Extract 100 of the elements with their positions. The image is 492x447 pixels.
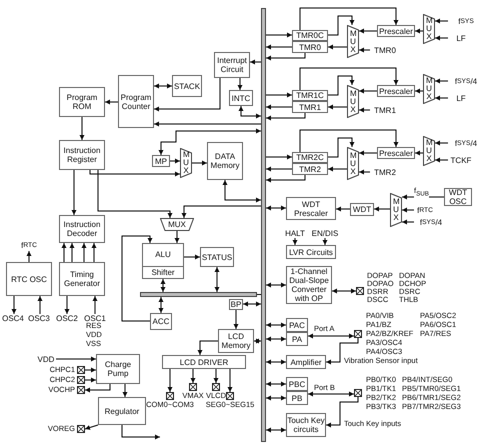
arrow bbox=[292, 238, 298, 246]
block-box: BP bbox=[229, 299, 243, 310]
block-box: Regulator bbox=[98, 397, 146, 425]
arrow bbox=[300, 68, 398, 90]
arrow bbox=[434, 140, 448, 146]
arrow bbox=[308, 334, 354, 338]
arrow bbox=[414, 28, 424, 34]
arrow bbox=[198, 340, 218, 356]
arrow bbox=[328, 138, 354, 158]
signal-label: OSC2 bbox=[56, 314, 78, 323]
arrow bbox=[358, 28, 378, 34]
shifter-label: Shifter bbox=[143, 266, 183, 279]
block-box: 1-Channel Dual-Slope Converter with OP bbox=[286, 266, 332, 304]
arrow bbox=[122, 384, 128, 398]
block-box: WDT Prescaler bbox=[286, 197, 336, 220]
arrow bbox=[154, 78, 220, 112]
arrow bbox=[154, 122, 262, 126]
arrow bbox=[266, 396, 286, 400]
arrow bbox=[434, 96, 448, 100]
arrow bbox=[374, 206, 390, 212]
mux-symbol: MUX bbox=[347, 25, 359, 58]
arrow bbox=[332, 288, 356, 294]
block-box: PAC bbox=[286, 318, 308, 332]
signal-label: TMR0 bbox=[370, 45, 400, 55]
signal-label: EN/DIS bbox=[310, 228, 340, 238]
bus-bar bbox=[261, 8, 266, 442]
arrow bbox=[122, 424, 160, 440]
arrow bbox=[322, 238, 328, 246]
mux-symbol: MUX bbox=[180, 148, 192, 178]
arrow bbox=[266, 154, 292, 160]
arrow bbox=[92, 296, 98, 314]
mux-symbol: MUX bbox=[160, 218, 194, 231]
block-box: Prescaler bbox=[377, 85, 415, 97]
arrow bbox=[182, 206, 262, 218]
arrow bbox=[266, 336, 286, 342]
block-box: PB bbox=[286, 391, 308, 405]
block-box: Amplifier bbox=[286, 355, 326, 369]
pin-symbol bbox=[356, 287, 364, 295]
alu-block bbox=[142, 243, 184, 279]
arrow bbox=[122, 236, 152, 322]
arrow bbox=[402, 220, 414, 224]
arrow bbox=[266, 282, 286, 288]
block-box: STATUS bbox=[200, 247, 234, 267]
arrow bbox=[184, 254, 200, 260]
arrow bbox=[434, 78, 448, 84]
signal-label: HALT bbox=[284, 228, 306, 238]
arrow bbox=[358, 150, 378, 156]
pin-symbol bbox=[354, 330, 362, 338]
arrow bbox=[158, 296, 164, 314]
block-box: INTC bbox=[229, 90, 253, 106]
arrow bbox=[84, 424, 98, 430]
arrow bbox=[84, 384, 110, 392]
signal-label: TCKF bbox=[448, 155, 474, 165]
arrow bbox=[98, 170, 172, 218]
block-box: DATA Memory bbox=[207, 142, 243, 180]
alu-label: ALU bbox=[154, 249, 172, 261]
arrow bbox=[170, 158, 180, 164]
arrow bbox=[214, 368, 218, 384]
block-box: STACK bbox=[172, 75, 202, 97]
block-box: TMR2 bbox=[292, 163, 328, 175]
block-box: MP bbox=[152, 155, 170, 167]
pin-symbol bbox=[212, 383, 220, 391]
arrow bbox=[62, 242, 66, 262]
pin-symbol bbox=[77, 425, 85, 433]
block-box: Instruction Register bbox=[59, 140, 105, 170]
block-box: LCD Memory bbox=[218, 329, 254, 353]
arrow bbox=[214, 266, 220, 292]
arrow bbox=[250, 60, 262, 64]
arrow bbox=[92, 242, 96, 262]
arrow bbox=[266, 92, 292, 98]
block-box: LCD DRIVER bbox=[162, 355, 246, 369]
signal-label: OSC3 bbox=[28, 314, 50, 323]
arrow bbox=[228, 368, 232, 392]
arrow bbox=[12, 296, 16, 314]
arrow bbox=[190, 368, 196, 384]
mux-symbol: MUX bbox=[347, 85, 359, 118]
block-box: TMR1C bbox=[292, 90, 328, 101]
arrow bbox=[104, 100, 118, 104]
mux-symbol: MUX bbox=[423, 74, 435, 104]
block-box: TMR0 bbox=[292, 41, 328, 53]
block-box: TMR0C bbox=[292, 30, 328, 41]
block-box: ACC bbox=[150, 313, 172, 330]
arrow bbox=[402, 194, 444, 200]
arrow bbox=[266, 52, 306, 60]
arrow bbox=[414, 88, 424, 94]
arrow bbox=[402, 208, 414, 212]
block-box: RTC OSC bbox=[6, 262, 52, 296]
arrow bbox=[434, 36, 448, 40]
block-box: Prescaler bbox=[377, 25, 415, 37]
arrow bbox=[328, 166, 348, 172]
arrow bbox=[358, 108, 370, 112]
block-box: Interrupt Circuit bbox=[214, 52, 250, 78]
block-box: Program ROM bbox=[59, 87, 105, 117]
arrow bbox=[326, 338, 358, 364]
arrow bbox=[238, 78, 242, 90]
signal-label: LF bbox=[448, 33, 474, 43]
block-box: TMR2C bbox=[292, 152, 328, 163]
pin-symbol bbox=[77, 386, 85, 394]
arrow bbox=[266, 166, 292, 172]
block-box: Timing Generator bbox=[59, 262, 105, 296]
